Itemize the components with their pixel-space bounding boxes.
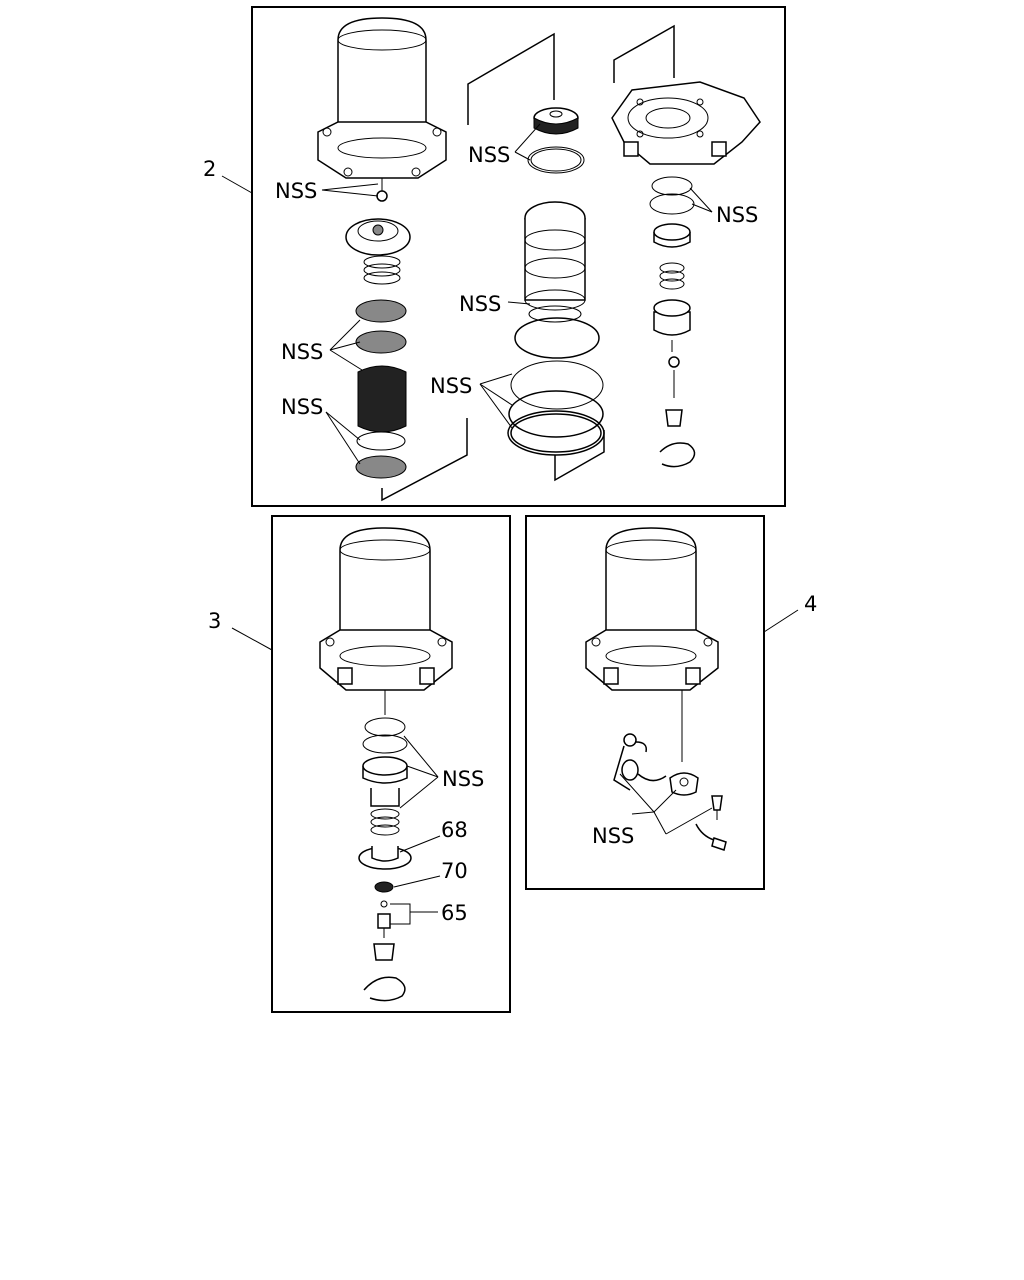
nss-label-panel3: NSS (442, 767, 484, 791)
callout-2-label: 2 (203, 157, 216, 181)
panel-4-leaders (619, 609, 799, 835)
nss-label-panel2-screens: NSS (281, 340, 323, 364)
nss-label-panel2-valve: NSS (275, 179, 317, 203)
panel-4-frame (525, 515, 765, 890)
nss-label-panel2-piston-ring: NSS (459, 292, 501, 316)
part-70-label: 70 (441, 859, 468, 883)
part-65-label: 65 (441, 901, 468, 925)
callout-3-label: 3 (208, 609, 221, 633)
nss-label-panel2-large-rings: NSS (430, 374, 472, 398)
panel-2-frame (251, 6, 786, 507)
panel-2-middle-stack (381, 32, 605, 502)
panel-2-leaders (221, 123, 713, 465)
panel-3-frame (271, 515, 511, 1013)
part-68-label: 68 (441, 818, 468, 842)
nss-label-panel2-right-rings: NSS (716, 203, 758, 227)
panel-2-left-stack (317, 17, 447, 479)
panel-2-right-stack (611, 24, 761, 468)
nss-label-panel4: NSS (592, 824, 634, 848)
panel-3-leaders (231, 627, 441, 925)
nss-label-panel2-bottom: NSS (281, 395, 323, 419)
panel-4-assembly (585, 527, 727, 851)
panel-3-assembly (319, 527, 453, 1002)
callout-4-label: 4 (804, 592, 817, 616)
nss-label-panel2-capnut: NSS (468, 143, 510, 167)
